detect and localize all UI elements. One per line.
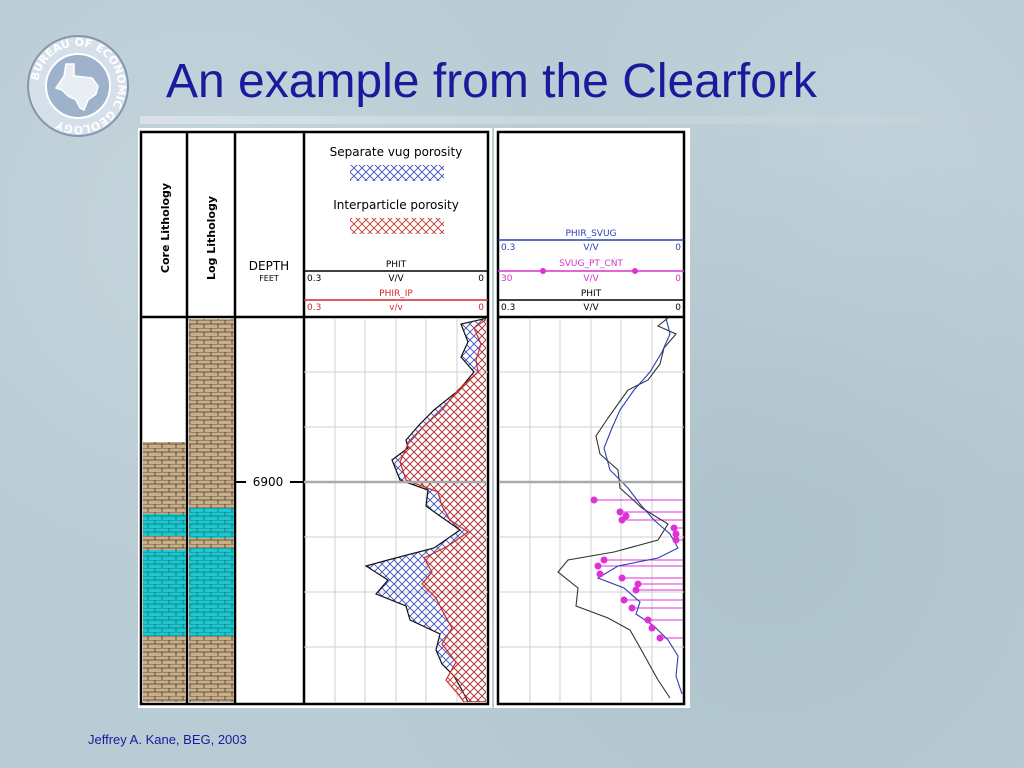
core-lithology-track: Core Lithology: [143, 183, 186, 702]
track4-curve1-unit: V/V: [583, 243, 599, 253]
well-log-figure: Core Lithology Log Lithology DEPTH FEET …: [138, 128, 690, 708]
track3-curve2-name: PHIR_IP: [379, 289, 413, 299]
phir-ip-fill: [399, 318, 486, 702]
track3-header: Separate vug porosity Interparticle poro…: [304, 145, 488, 313]
track4-curve3-name: PHIT: [581, 289, 602, 299]
svug-point-count-dots: [590, 496, 680, 642]
left-panel-border: [139, 130, 490, 706]
track3-curve1-unit: V/V: [388, 274, 404, 284]
phit-curve: [557, 318, 677, 699]
track4-curve2-name: SVUG_PT_CNT: [559, 259, 623, 269]
track4-curve2-unit: V/V: [583, 274, 599, 284]
slide-footer-credit: Jeffrey A. Kane, BEG, 2003: [88, 732, 247, 747]
right-panel-border: [496, 130, 686, 706]
legend-separate-vug-label: Separate vug porosity: [330, 145, 463, 159]
track3-curve2-right: 0: [478, 303, 484, 313]
bureau-of-economic-geology-seal-icon: BUREAU OF ECONOMIC GEOLOGY: [27, 35, 129, 137]
track4-curve1-left: 0.3: [501, 243, 515, 253]
track4-curve2-left: 30: [501, 274, 513, 284]
track4-curve3-left: 0.3: [501, 303, 515, 313]
depth-marker-6900: 6900: [253, 475, 284, 489]
depth-track: DEPTH FEET 6900: [236, 259, 304, 489]
track4-curve1-name: PHIR_SVUG: [565, 229, 616, 239]
track4-header: PHIR_SVUG 0.3 V/V 0 SVUG_PT_CNT 30 V/V 0…: [498, 229, 684, 313]
track4-header-marker-2: [632, 268, 638, 274]
right-log-panel: [494, 128, 690, 708]
track4-curve3-right: 0: [675, 303, 681, 313]
depth-label: DEPTH: [249, 259, 289, 273]
title-underline: [140, 116, 1000, 124]
core-lithology-label: Core Lithology: [159, 183, 172, 273]
track3-curve1-right: 0: [478, 274, 484, 284]
track3-curve1-name: PHIT: [386, 260, 407, 270]
depth-unit: FEET: [259, 274, 279, 283]
track3-curve1-left: 0.3: [307, 274, 321, 284]
slide-title: An example from the Clearfork: [166, 55, 817, 108]
log-lithology-track: Log Lithology: [189, 196, 234, 702]
legend-vug-swatch: [350, 165, 444, 181]
track4-curve3-unit: V/V: [583, 303, 599, 313]
track3-curve2-unit: v/v: [389, 303, 403, 313]
track3-curve2-left: 0.3: [307, 303, 321, 313]
legend-ip-swatch: [350, 218, 444, 234]
svug-point-count-bars: [594, 499, 683, 639]
log-lithology-label: Log Lithology: [205, 196, 218, 280]
track4-curve2-right: 0: [675, 274, 681, 284]
legend-interparticle-label: Interparticle porosity: [333, 198, 459, 212]
track4-header-marker-1: [540, 268, 546, 274]
track4-curve1-right: 0: [675, 243, 681, 253]
